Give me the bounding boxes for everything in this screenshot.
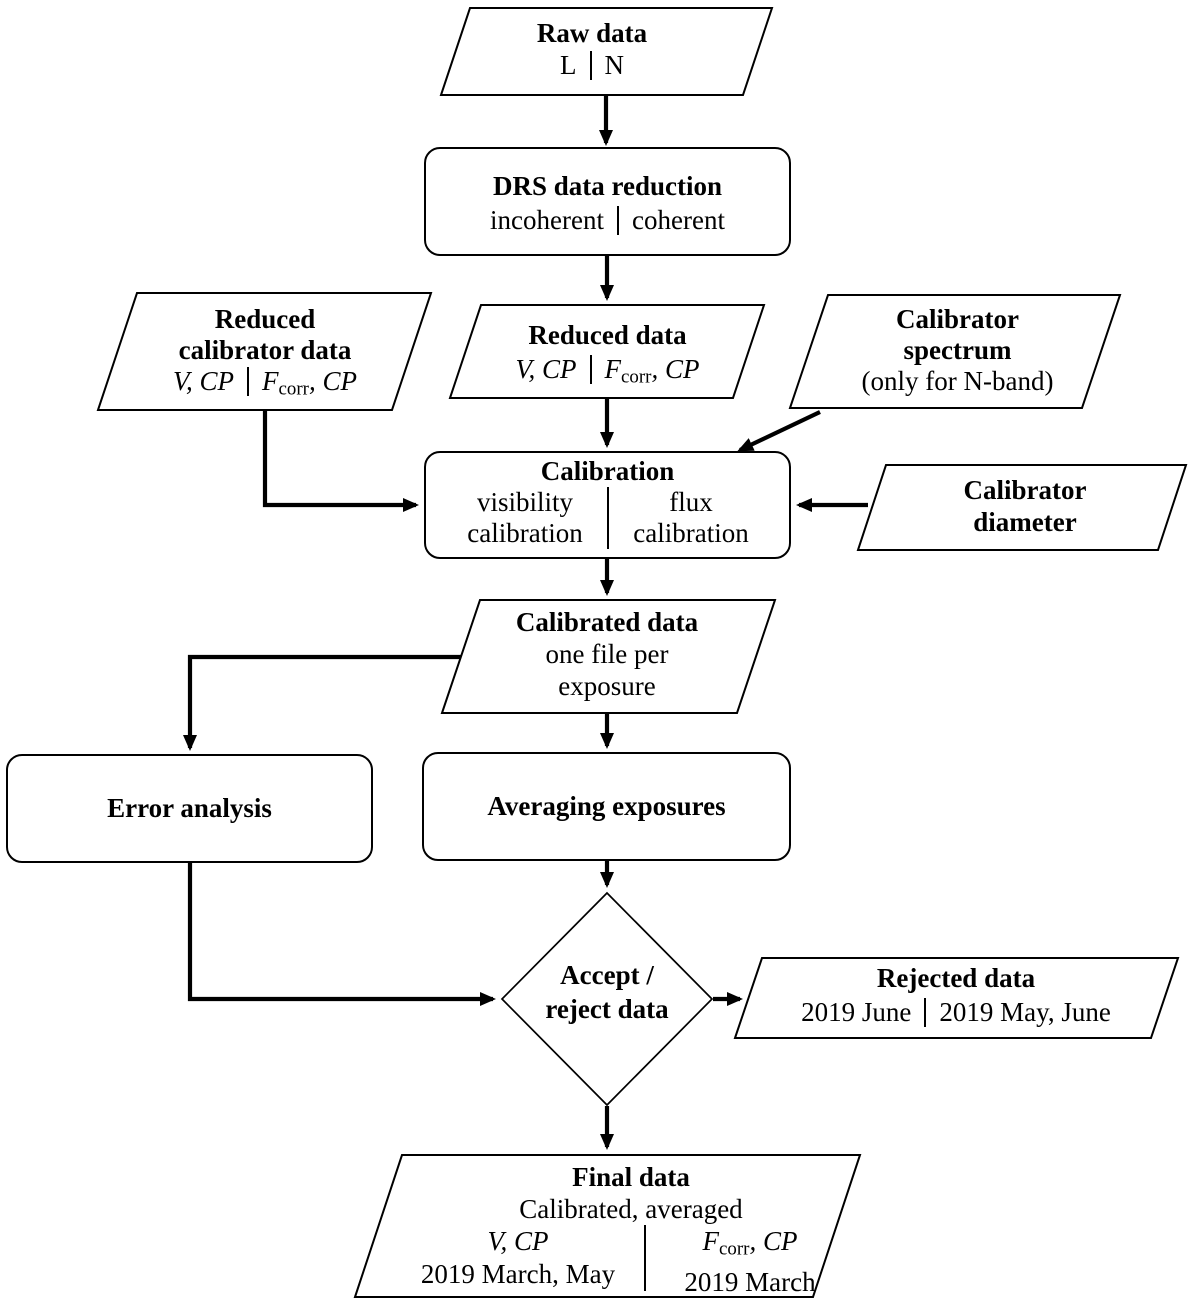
node-reduced-data: Reduced data V, CP Fcorr, CP [460,318,755,395]
drs-title: DRS data reduction [492,171,723,201]
calibrated-title: Calibrated data [515,607,699,637]
arrow-reduced-cal-to-calibration [262,411,419,512]
reduced-cal-cp: , CP [308,366,357,396]
mode-divider [617,206,619,235]
reduced-cal-quantities: V, CP Fcorr, CP [110,366,420,405]
calibration-right-1: flux [669,487,713,517]
spectrum-note: (only for N-band) [861,366,1054,396]
column-divider [644,1225,646,1291]
final-subtitle: Calibrated, averaged [519,1194,743,1224]
diameter-title-2: diameter [973,507,1077,537]
final-right-dates: 2019 March [684,1266,816,1297]
node-rejected-data: Rejected data 2019 June 2019 May, June [745,961,1167,1029]
calibration-right-2: calibration [633,518,749,548]
raw-right-label: N [604,50,625,80]
rejected-dates: 2019 June 2019 May, June [745,995,1167,1029]
final-left-quantities: V, CP [487,1226,549,1256]
fcorr-symbol: F [604,354,622,384]
raw-left-label: L [560,50,577,80]
calibration-columns: visibility calibration flux calibration [443,487,773,549]
flux-calibration-cell: flux calibration [609,487,773,549]
final-data-columns: V, CP 2019 March, May Fcorr, CP 2019 Mar… [392,1225,854,1297]
calibrated-data-shape [440,599,777,714]
error-analysis-title: Error analysis [107,793,272,823]
reduced-cal-title-2: calibrator data [178,335,352,365]
drs-modes: incoherent coherent [425,203,790,237]
band-divider [589,51,592,80]
final-title: Final data [572,1162,690,1192]
node-calibrator-diameter: Calibrator diameter [880,474,1170,538]
calibration-left-1: visibility [476,487,574,517]
rejected-data-shape [733,957,1180,1039]
fcorr-subscript: corr [621,366,652,388]
arrow-spectrum-to-calibration [737,410,821,452]
quantity-divider [589,355,592,384]
calibrator-diameter-shape [856,464,1188,551]
drs-left-label: incoherent [490,205,604,235]
node-reduced-calibrator: Reduced calibrator data V, CP Fcorr, CP [110,304,420,405]
spectrum-title-1: Calibrator [896,304,1019,334]
final-right-quantities: Fcorr, CP [646,1225,854,1266]
date-divider [924,998,927,1027]
fcorr-symbol: F [262,366,279,396]
rejected-right-dates: 2019 May, June [939,997,1111,1027]
error-analysis-box-shape [6,754,373,863]
calibrator-spectrum-shape [788,294,1122,409]
final-left-dates: 2019 March, May [420,1259,616,1289]
rejected-title: Rejected data [876,963,1036,993]
averaging-box-shape [422,752,791,861]
reduced-title: Reduced data [528,320,687,350]
reduced-quantities: V, CP Fcorr, CP [460,352,755,395]
reduced-calibrator-shape [96,292,433,411]
node-calibrator-spectrum: Calibrator spectrum (only for N-band) [810,304,1105,397]
fcorr-subscript: corr [278,378,309,400]
diameter-title-1: Calibrator [963,475,1087,505]
final-data-shape [353,1154,862,1298]
reduced-cal-vcp: V, CP [173,366,235,396]
drs-box-shape [424,147,791,256]
arrow-error-to-decision [187,863,496,1006]
visibility-calibration-cell: visibility calibration [443,487,607,549]
reduced-vcp: V, CP [515,354,577,384]
node-decision: Accept / reject data [507,958,707,1026]
calibrated-line-2: exposure [558,671,656,701]
node-calibrated-data: Calibrated data one file per exposure [462,606,752,702]
averaging-exposures-title: Averaging exposures [487,791,726,821]
fcorr-subscript: corr [719,1238,750,1260]
decision-line-2: reject data [545,994,669,1024]
final-right-cell: Fcorr, CP 2019 March [646,1225,854,1297]
rejected-left-dates: 2019 June [801,997,912,1027]
node-drs: DRS data reduction incoherent coherent [425,169,790,237]
final-left-cell: V, CP 2019 March, May [392,1225,644,1291]
calibrated-line-1: one file per [545,639,669,669]
raw-data-shape [439,7,774,96]
reduced-data-shape [448,304,766,399]
spectrum-title-2: spectrum [903,335,1012,365]
decision-diamond-shape [500,891,714,1107]
reduced-cp: , CP [651,354,700,384]
calibration-title: Calibration [540,456,675,486]
quantity-divider [247,367,250,396]
reduced-cal-title-1: Reduced [214,304,316,334]
fcorr-symbol: F [702,1226,720,1256]
node-final-data: Final data Calibrated, averaged [402,1161,860,1225]
calibration-left-2: calibration [467,518,583,548]
decision-line-1: Accept / [560,960,654,990]
column-divider [607,487,609,549]
arrow-calibrated-to-error [183,654,461,751]
raw-data-title: Raw data [536,18,648,48]
drs-right-label: coherent [632,205,725,235]
final-right-cp: , CP [749,1226,798,1256]
